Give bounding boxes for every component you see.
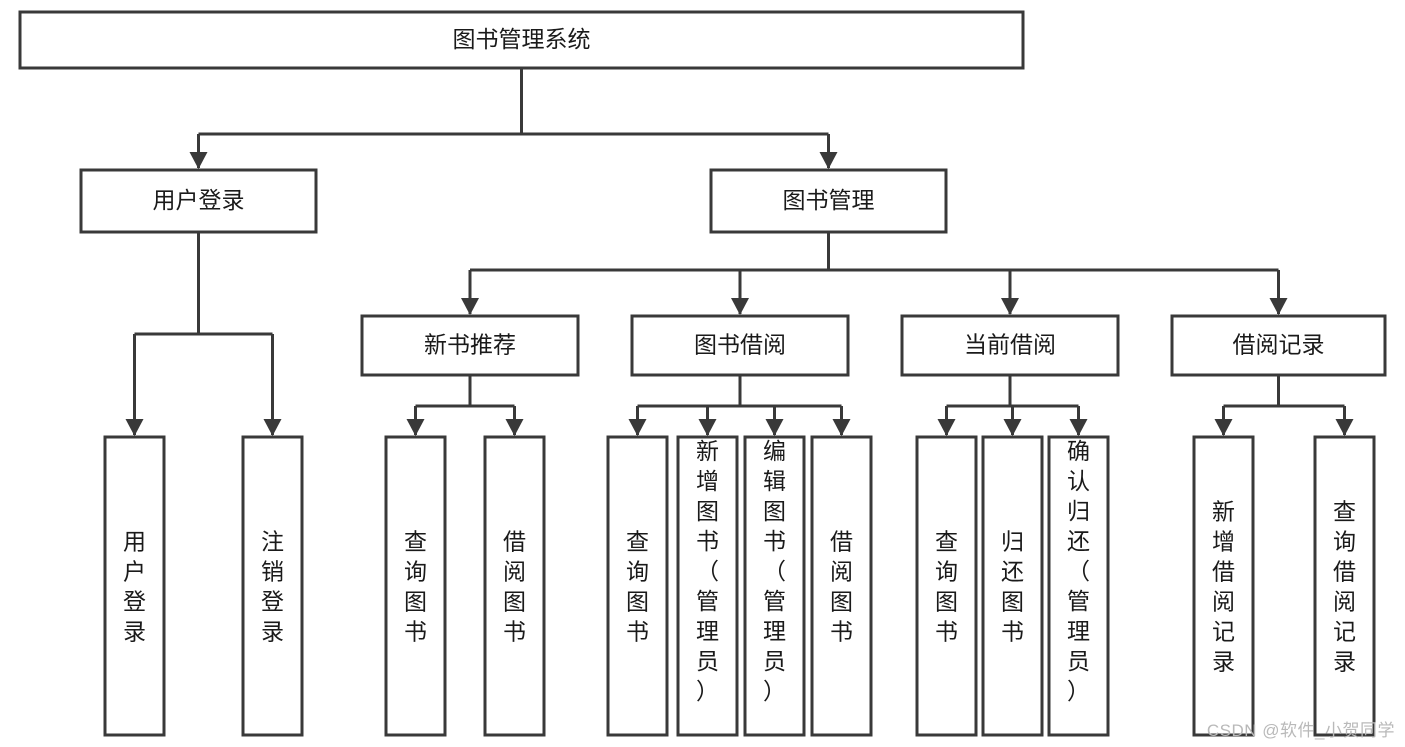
arrow-head-icon <box>263 419 282 436</box>
node-new-book-rec[interactable]: 新书推荐 <box>360 314 580 377</box>
arrow-head-icon <box>832 419 851 436</box>
node-box <box>915 435 978 737</box>
arrow-head-icon <box>1069 419 1088 436</box>
node-label: 图书借阅 <box>694 332 786 358</box>
arrow-head-icon <box>1335 419 1354 436</box>
node-box <box>1313 435 1376 737</box>
node-label: 查询图书 <box>935 528 958 644</box>
arrow-head-icon <box>1214 419 1233 436</box>
node-box <box>360 314 580 377</box>
arrow-head-icon <box>628 419 647 436</box>
arrow-head-icon <box>189 152 208 169</box>
node-box <box>900 314 1120 377</box>
node-label: 新书推荐 <box>424 332 516 358</box>
node-box <box>810 435 873 737</box>
arrow-head-icon <box>765 419 784 436</box>
node-leaf-query-record[interactable]: 查询借阅记录 <box>1313 435 1376 737</box>
arrow-head-icon <box>731 298 749 315</box>
node-box <box>743 435 806 737</box>
node-box <box>241 435 304 737</box>
node-box <box>79 168 318 234</box>
node-box <box>18 10 1025 70</box>
node-label: 新增借阅记录 <box>1212 498 1235 674</box>
node-book-manage[interactable]: 图书管理 <box>709 168 948 234</box>
arrow-head-icon <box>1001 298 1019 315</box>
node-label: 查询图书 <box>626 528 649 644</box>
arrow-head-icon <box>698 419 717 436</box>
node-leaf-query-book-2[interactable]: 查询图书 <box>606 435 669 737</box>
node-label: 当前借阅 <box>964 332 1056 358</box>
node-leaf-add-record[interactable]: 新增借阅记录 <box>1192 435 1255 737</box>
node-leaf-query-book-1[interactable]: 查询图书 <box>384 435 447 737</box>
nodes-layer: 图书管理系统用户登录图书管理新书推荐图书借阅当前借阅借阅记录用户登录注销登录查询… <box>18 10 1387 737</box>
node-leaf-user-login[interactable]: 用户登录 <box>103 435 166 737</box>
node-root[interactable]: 图书管理系统 <box>18 10 1025 70</box>
node-label: 借阅图书 <box>830 528 853 644</box>
node-box <box>630 314 850 377</box>
node-label: 注销登录 <box>261 528 284 644</box>
arrow-head-icon <box>505 419 524 436</box>
node-label: 编辑图书（管理员） <box>763 438 786 704</box>
node-label: 用户登录 <box>153 187 245 213</box>
node-box <box>384 435 447 737</box>
node-leaf-borrow-book-2[interactable]: 借阅图书 <box>810 435 873 737</box>
arrow-head-icon <box>406 419 425 436</box>
node-label: 图书管理 <box>783 187 875 213</box>
node-box <box>676 435 739 737</box>
node-label: 确认归还（管理员） <box>1067 438 1090 704</box>
arrow-head-icon <box>125 419 144 436</box>
node-box <box>709 168 948 234</box>
node-label: 借阅记录 <box>1233 332 1325 358</box>
arrow-head-icon <box>937 419 956 436</box>
arrow-head-icon <box>1269 298 1288 315</box>
node-box <box>483 435 546 737</box>
node-leaf-return-book[interactable]: 归还图书 <box>981 435 1044 737</box>
node-label: 归还图书 <box>1001 528 1024 644</box>
node-leaf-user-logout[interactable]: 注销登录 <box>241 435 304 737</box>
node-label: 查询图书 <box>404 528 427 644</box>
node-box <box>1170 314 1387 377</box>
node-box <box>103 435 166 737</box>
node-leaf-edit-book[interactable]: 编辑图书（管理员） <box>743 435 806 737</box>
node-book-borrow[interactable]: 图书借阅 <box>630 314 850 377</box>
node-box <box>606 435 669 737</box>
node-label: 借阅图书 <box>503 528 526 644</box>
node-leaf-confirm-return[interactable]: 确认归还（管理员） <box>1047 435 1110 737</box>
node-leaf-add-book[interactable]: 新增图书（管理员） <box>676 435 739 737</box>
node-borrow-record[interactable]: 借阅记录 <box>1170 314 1387 377</box>
arrow-head-icon <box>461 298 479 315</box>
node-box <box>1047 435 1110 737</box>
node-leaf-borrow-book-1[interactable]: 借阅图书 <box>483 435 546 737</box>
node-label: 新增图书（管理员） <box>696 438 719 704</box>
watermark-text: CSDN @软件_小贺同学 <box>1206 721 1395 740</box>
arrow-head-icon <box>819 152 838 169</box>
node-leaf-query-book-3[interactable]: 查询图书 <box>915 435 978 737</box>
node-current-borrow[interactable]: 当前借阅 <box>900 314 1120 377</box>
edges-layer <box>125 68 1354 436</box>
node-label: 图书管理系统 <box>453 26 591 52</box>
arrow-head-icon <box>1003 419 1022 436</box>
node-label: 查询借阅记录 <box>1333 498 1356 674</box>
node-box <box>1192 435 1255 737</box>
node-label: 用户登录 <box>123 528 146 644</box>
node-box <box>981 435 1044 737</box>
node-user-login[interactable]: 用户登录 <box>79 168 318 234</box>
